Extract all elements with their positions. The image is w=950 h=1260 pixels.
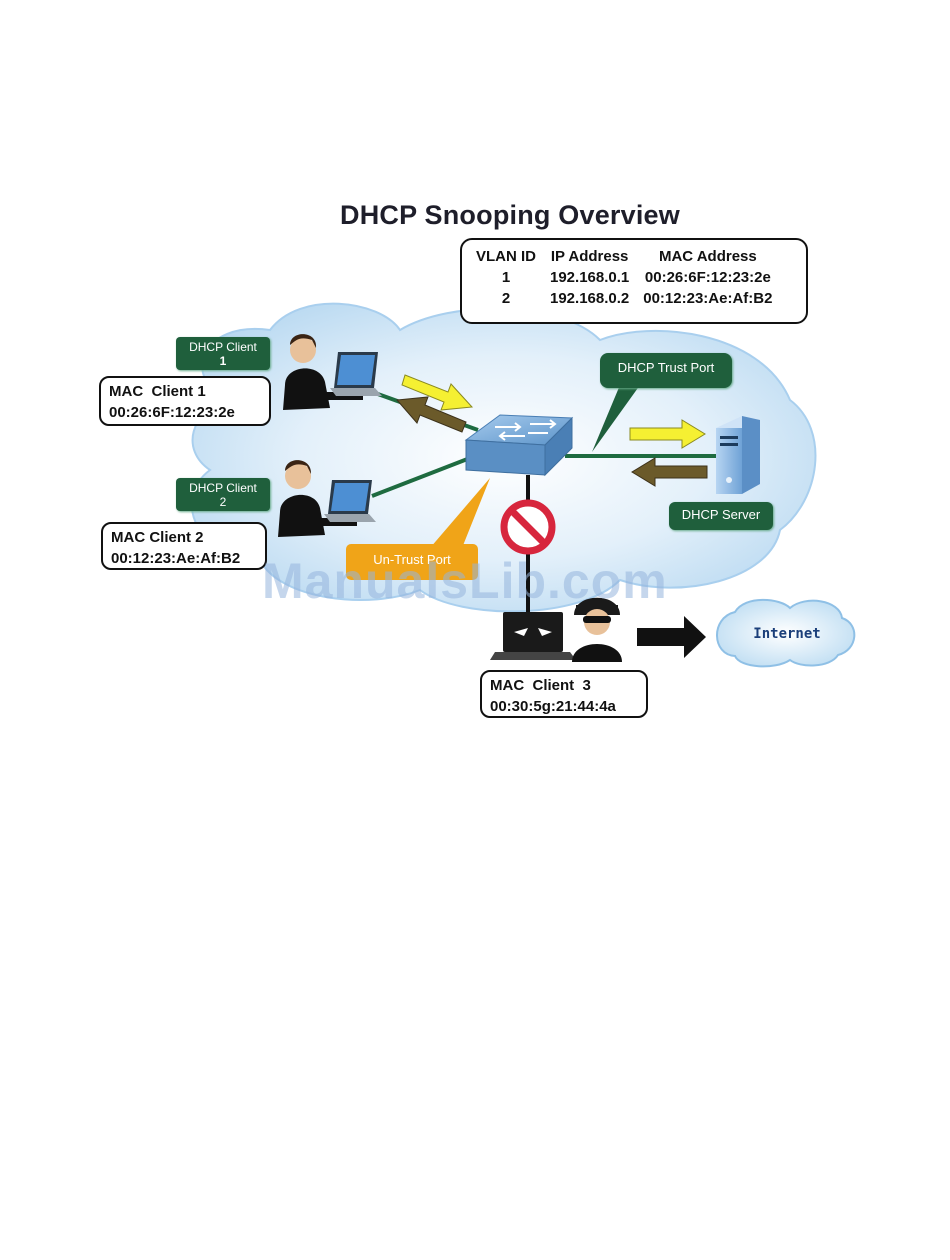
table-header-ip: IP Address: [550, 248, 629, 265]
table-cell: 00:26:6F:12:23:2e: [644, 269, 771, 286]
client1-laptop-icon: [330, 352, 382, 396]
internet-cloud: [716, 598, 856, 668]
server-icon: [716, 416, 760, 494]
mac-client3-box: MAC Client 3 00:30:5g:21:44:4a: [480, 670, 648, 718]
block-icon: [500, 499, 556, 555]
diagram-title: DHCP Snooping Overview: [340, 200, 680, 230]
rogue-laptop-icon: [490, 612, 576, 660]
table-row: 2 192.168.0.2 00:12:23:Ae:Af:B2: [472, 288, 782, 309]
client2-tag: DHCP Client 2: [176, 478, 270, 511]
mac-client2-label: MAC Client 2: [111, 529, 204, 546]
trust-port-pointer: [592, 385, 640, 452]
arrow-reply-server: [631, 457, 708, 487]
client1-tag-label: DHCP Client: [189, 340, 257, 354]
table-header-mac: MAC Address: [658, 248, 757, 265]
table-cell: 192.168.0.1: [550, 269, 630, 286]
untrust-port-box: [346, 544, 478, 580]
arrow-request-client1: [401, 374, 474, 411]
table-cell: 00:12:23:Ae:Af:B2: [643, 290, 773, 307]
mac-client1-label: MAC Client 1: [109, 383, 206, 400]
switch-icon: [464, 414, 574, 477]
binding-table: VLAN ID IP Address MAC Address 1 192.168…: [460, 238, 808, 324]
hacker-icon: [572, 597, 622, 662]
mac-client2-box: MAC Client 2 00:12:23:Ae:Af:B2: [101, 522, 267, 570]
mac-client1-address: 00:26:6F:12:23:2e: [109, 404, 235, 421]
client2-laptop-icon: [324, 480, 376, 522]
arrow-request-server: [629, 419, 706, 449]
client2-tag-label: DHCP Client: [189, 481, 257, 495]
dhcp-server-label: DHCP Server: [669, 502, 773, 530]
table-row: 1 192.168.0.1 00:26:6F:12:23:2e: [472, 267, 782, 288]
mac-client3-address: 00:30:5g:21:44:4a: [490, 698, 616, 715]
binding-table-grid: VLAN ID IP Address MAC Address 1 192.168…: [472, 246, 782, 309]
untrust-port-pointer: [430, 478, 490, 548]
table-header-vlan: VLAN ID: [476, 248, 536, 265]
client2-tag-number: 2: [219, 495, 227, 509]
trust-port-label: DHCP Trust Port: [600, 353, 732, 388]
arrow-reply-client1: [395, 396, 467, 433]
mac-client1-box: MAC Client 1 00:26:6F:12:23:2e: [99, 376, 271, 426]
internet-label: Internet: [753, 626, 821, 642]
table-cell: 1: [501, 269, 511, 286]
table-cell: 192.168.0.2: [550, 290, 630, 307]
table-cell: 2: [501, 290, 511, 307]
link-client2: [371, 456, 471, 498]
client1-tag-number: 1: [219, 354, 227, 368]
client1-tag: DHCP Client 1: [176, 337, 270, 370]
mac-client2-address: 00:12:23:Ae:Af:B2: [111, 550, 241, 567]
untrust-port-label: Un-Trust Port: [373, 552, 451, 567]
arrow-to-internet: [637, 616, 706, 658]
watermark: ManualsLib.com: [262, 553, 668, 609]
mac-client3-label: MAC Client 3: [490, 677, 591, 694]
